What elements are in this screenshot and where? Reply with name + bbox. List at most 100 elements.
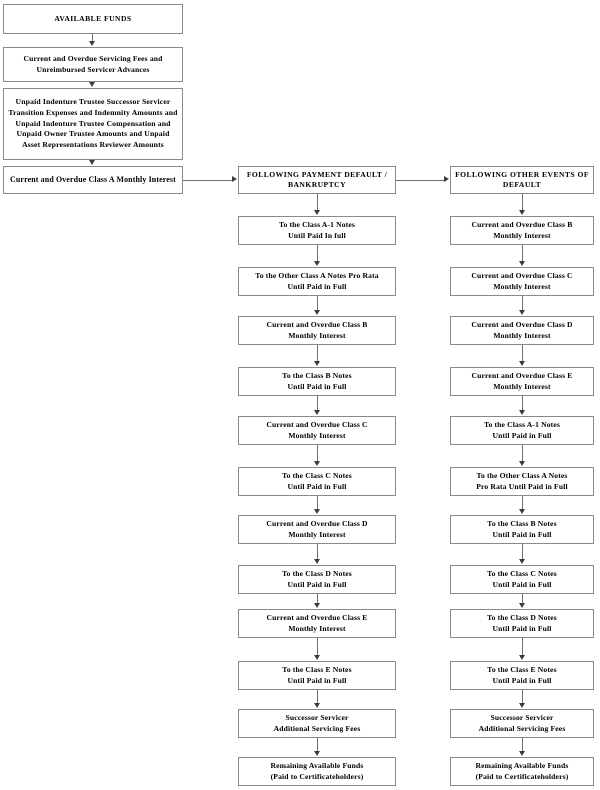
connector-mid-9-10 — [317, 638, 318, 655]
connector-right-h-1 — [522, 194, 523, 210]
connector-left-to-middle — [183, 180, 233, 181]
connector-right-5-6 — [522, 445, 523, 461]
connector-right-4-5 — [522, 396, 523, 410]
node-available-funds: AVAILABLE FUNDS — [3, 4, 183, 34]
connector-mid-3-4 — [317, 345, 318, 361]
node-right-10: To the Class E Notes Until Paid in Full — [450, 661, 594, 690]
node-label: Current and Overdue Class D Monthly Inte… — [471, 320, 573, 340]
node-label: To the Class B Notes Until Paid in Full — [282, 371, 352, 391]
arrowhead-right-11-12 — [519, 751, 525, 756]
node-mid-2: To the Other Class A Notes Pro Rata Unti… — [238, 267, 396, 296]
connector-right-9-10 — [522, 638, 523, 655]
node-mid-10: To the Class E Notes Until Paid in Full — [238, 661, 396, 690]
node-servicing-fees: Current and Overdue Servicing Fees and U… — [3, 47, 183, 82]
node-right-9: To the Class D Notes Until Paid in Full — [450, 609, 594, 638]
node-mid-8: To the Class D Notes Until Paid in Full — [238, 565, 396, 594]
node-label: Remaining Available Funds (Paid to Certi… — [475, 761, 569, 781]
connector-mid-2-3 — [317, 296, 318, 310]
node-mid-11: Successor Servicer Additional Servicing … — [238, 709, 396, 738]
connector-mid-h-1 — [317, 194, 318, 210]
node-label: Current and Overdue Servicing Fees and U… — [23, 54, 163, 74]
connector-mid-6-7 — [317, 496, 318, 509]
node-label: To the Other Class A Notes Pro Rata Unti… — [476, 471, 568, 491]
node-right-8: To the Class C Notes Until Paid in Full — [450, 565, 594, 594]
connector-right-8-9 — [522, 594, 523, 603]
arrowhead-mid-11-12 — [314, 751, 320, 756]
arrowhead-mid-10-11 — [314, 703, 320, 708]
connector-right-11-12 — [522, 738, 523, 751]
node-label: To the Class A-1 Notes Until Paid In ful… — [278, 220, 355, 240]
arrowhead-right-4-5 — [519, 410, 525, 415]
arrowhead-mid-7-8 — [314, 559, 320, 564]
node-label: Current and Overdue Class E Monthly Inte… — [471, 371, 573, 391]
node-label: To the Other Class A Notes Pro Rata Unti… — [255, 271, 379, 291]
arrowhead-right-10-11 — [519, 703, 525, 708]
node-following-other-events-of-default: FOLLOWING OTHER EVENTS OF DEFAULT — [450, 166, 594, 194]
connector-right-1-2 — [522, 245, 523, 261]
node-label: Current and Overdue Class E Monthly Inte… — [266, 613, 368, 633]
arrowhead-right-h-1 — [519, 210, 525, 215]
node-right-2: Current and Overdue Class C Monthly Inte… — [450, 267, 594, 296]
node-label: To the Class E Notes Until Paid in Full — [487, 665, 557, 685]
connector-mid-4-5 — [317, 396, 318, 410]
node-mid-6: To the Class C Notes Until Paid in Full — [238, 467, 396, 496]
arrowhead-mid-9-10 — [314, 655, 320, 660]
node-right-3: Current and Overdue Class D Monthly Inte… — [450, 316, 594, 345]
connector-mid-8-9 — [317, 594, 318, 603]
node-label: Current and Overdue Class C Monthly Inte… — [471, 271, 573, 291]
connector-mid-1-2 — [317, 245, 318, 261]
connector-mid-7-8 — [317, 544, 318, 559]
node-mid-12: Remaining Available Funds (Paid to Certi… — [238, 757, 396, 786]
arrowhead-right-3-4 — [519, 361, 525, 366]
node-label: To the Class C Notes Until Paid in Full — [282, 471, 352, 491]
arrowhead-mid-4-5 — [314, 410, 320, 415]
connector-right-10-11 — [522, 690, 523, 703]
arrowhead-mid-5-6 — [314, 461, 320, 466]
node-label: Current and Overdue Class A Monthly Inte… — [10, 174, 176, 184]
arrowhead-mid-2-3 — [314, 310, 320, 315]
node-right-12: Remaining Available Funds (Paid to Certi… — [450, 757, 594, 786]
node-unpaid-indenture-trustee-amounts: Unpaid Indenture Trustee Successor Servi… — [3, 88, 183, 160]
arrowhead-right-1-2 — [519, 261, 525, 266]
node-label: To the Class A-1 Notes Until Paid in Ful… — [483, 420, 560, 440]
connector-right-2-3 — [522, 296, 523, 310]
connector-mid-10-11 — [317, 690, 318, 703]
arrowhead-right-2-3 — [519, 310, 525, 315]
connector-mid-11-12 — [317, 738, 318, 751]
arrowhead-mid-3-4 — [314, 361, 320, 366]
node-label: AVAILABLE FUNDS — [54, 13, 132, 23]
node-label: Current and Overdue Class D Monthly Inte… — [266, 519, 368, 539]
node-right-4: Current and Overdue Class E Monthly Inte… — [450, 367, 594, 396]
node-mid-4: To the Class B Notes Until Paid in Full — [238, 367, 396, 396]
arrowhead-left-to-middle — [232, 176, 237, 182]
node-label: Successor Servicer Additional Servicing … — [273, 713, 361, 733]
arrowhead-left-2 — [89, 82, 95, 87]
node-right-5: To the Class A-1 Notes Until Paid in Ful… — [450, 416, 594, 445]
node-right-6: To the Other Class A Notes Pro Rata Unti… — [450, 467, 594, 496]
node-mid-5: Current and Overdue Class C Monthly Inte… — [238, 416, 396, 445]
connector-right-3-4 — [522, 345, 523, 361]
node-label: Current and Overdue Class B Monthly Inte… — [266, 320, 368, 340]
node-mid-1: To the Class A-1 Notes Until Paid In ful… — [238, 216, 396, 245]
node-label: Current and Overdue Class C Monthly Inte… — [266, 420, 368, 440]
arrowhead-middle-to-right — [444, 176, 449, 182]
node-label: To the Class B Notes Until Paid in Full — [487, 519, 557, 539]
arrowhead-right-7-8 — [519, 559, 525, 564]
node-label: Remaining Available Funds (Paid to Certi… — [270, 761, 364, 781]
node-label: FOLLOWING OTHER EVENTS OF DEFAULT — [455, 169, 589, 189]
node-mid-9: Current and Overdue Class E Monthly Inte… — [238, 609, 396, 638]
connector-right-6-7 — [522, 496, 523, 509]
arrowhead-left-1 — [89, 41, 95, 46]
arrowhead-right-6-7 — [519, 509, 525, 514]
arrowhead-left-3 — [89, 160, 95, 165]
arrowhead-mid-1-2 — [314, 261, 320, 266]
node-label: To the Class E Notes Until Paid in Full — [282, 665, 352, 685]
node-mid-3: Current and Overdue Class B Monthly Inte… — [238, 316, 396, 345]
node-label: To the Class C Notes Until Paid in Full — [487, 569, 557, 589]
connector-left-1 — [92, 34, 93, 42]
node-label: FOLLOWING PAYMENT DEFAULT / BANKRUPTCY — [246, 169, 388, 189]
arrowhead-right-5-6 — [519, 461, 525, 466]
node-right-7: To the Class B Notes Until Paid in Full — [450, 515, 594, 544]
node-right-11: Successor Servicer Additional Servicing … — [450, 709, 594, 738]
